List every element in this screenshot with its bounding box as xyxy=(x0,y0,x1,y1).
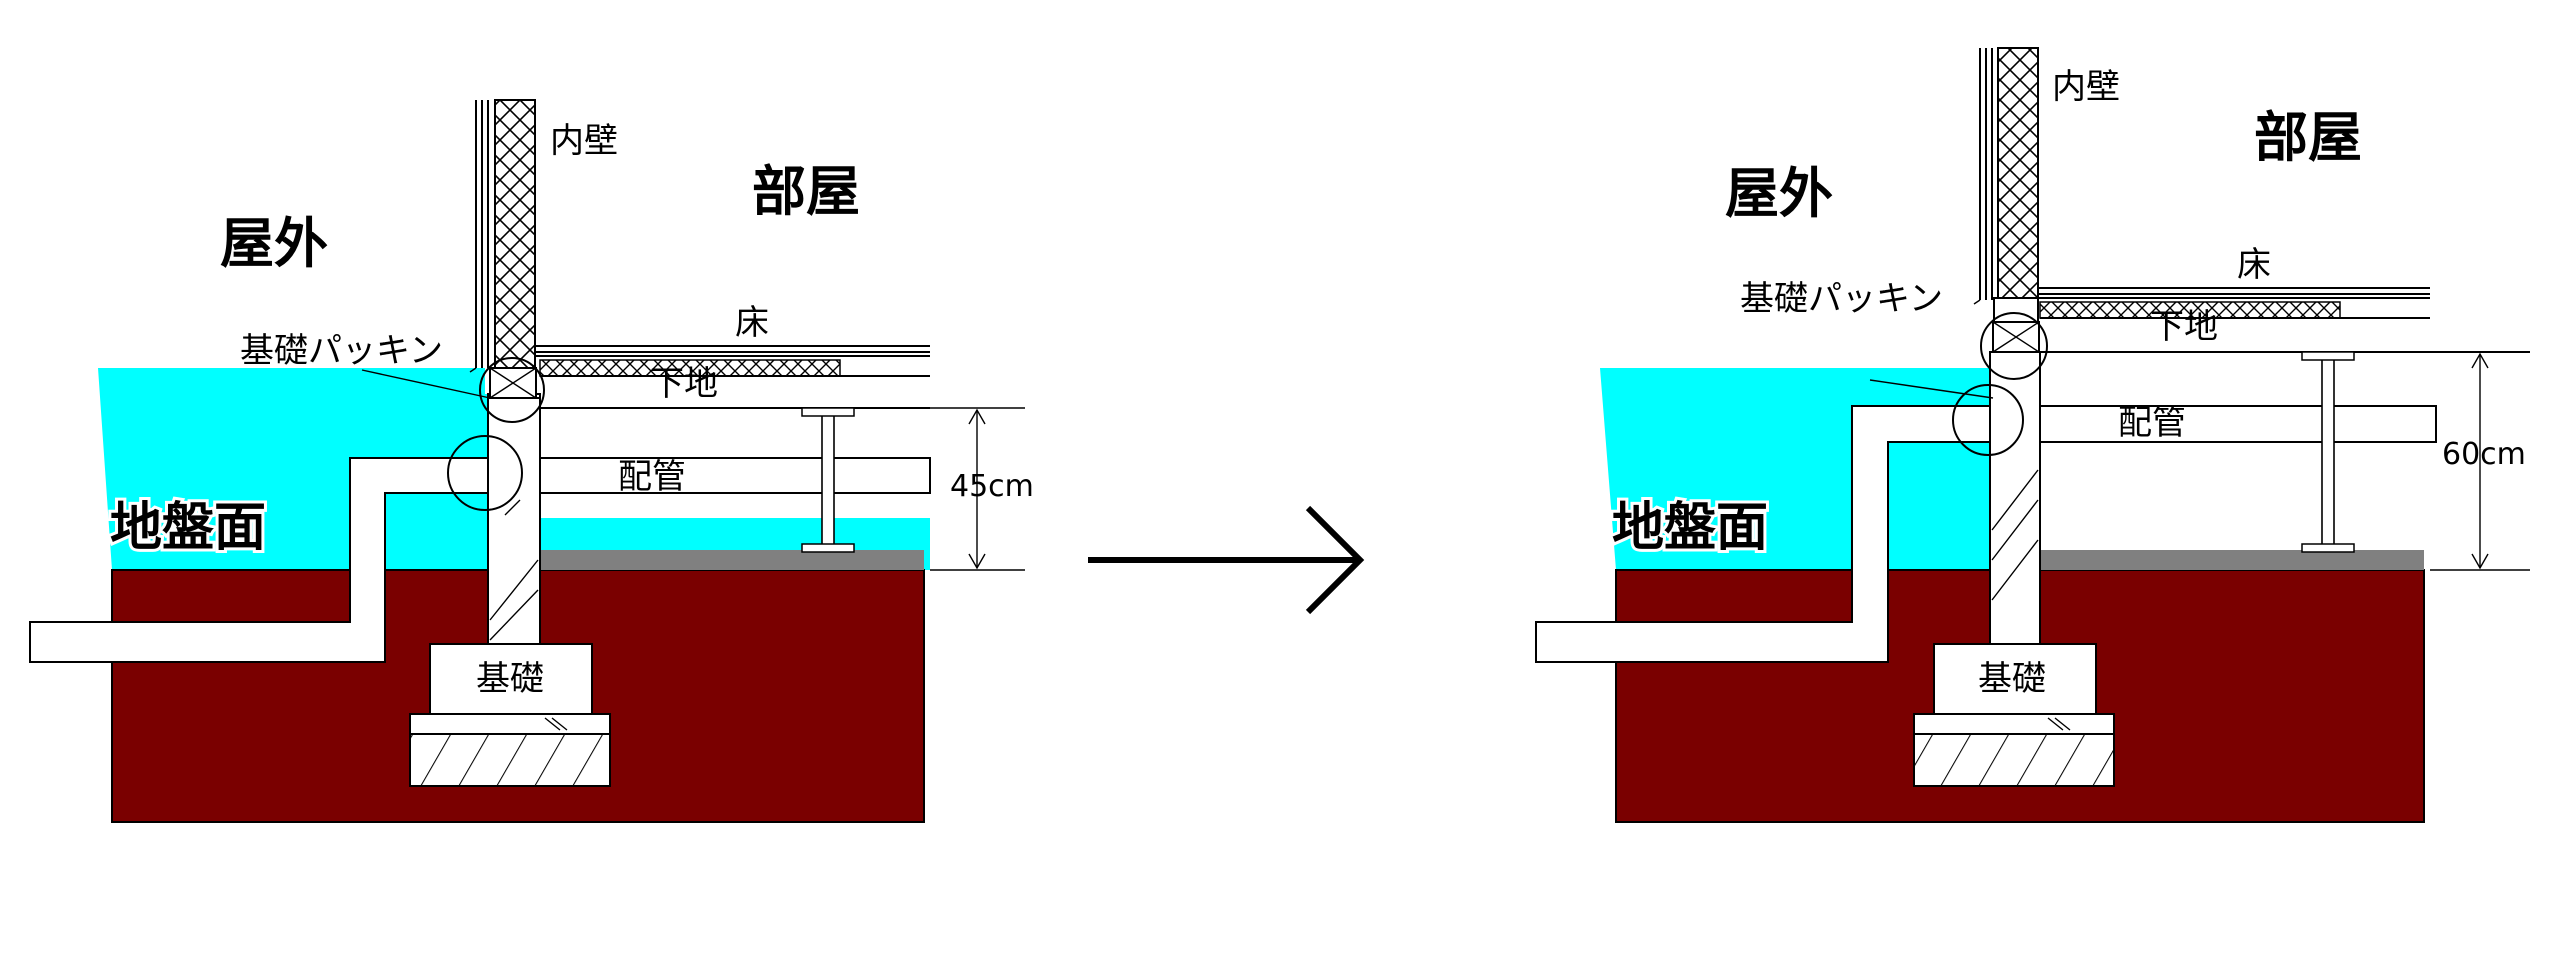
packing-label: 基礎パッキン xyxy=(1740,279,1943,319)
pipe-label: 配管 xyxy=(2118,403,2186,443)
ground-label: 地盤面 xyxy=(1612,498,1768,558)
floor-post xyxy=(2321,351,2335,549)
inner-wall-label: 内壁 xyxy=(2052,67,2120,107)
footing-cap xyxy=(409,713,611,735)
subfloor-label: 下地 xyxy=(2150,307,2218,347)
pipe-label: 配管 xyxy=(618,457,686,497)
outside-label: 屋外 xyxy=(1725,162,1833,225)
packing-label: 基礎パッキン xyxy=(240,331,443,371)
packing-circle xyxy=(1980,312,2048,380)
room-label: 部屋 xyxy=(752,160,860,223)
right-arrow-icon xyxy=(1088,505,1365,615)
floor-label: 床 xyxy=(735,303,769,343)
pipe-circle xyxy=(1952,384,2024,456)
inner-wall-label: 内壁 xyxy=(550,121,618,161)
inner-wall-insulation xyxy=(494,99,536,369)
footing-cap xyxy=(1913,713,2115,735)
floor-post xyxy=(821,407,835,549)
room-label: 部屋 xyxy=(2254,106,2362,169)
subfloor-label: 下地 xyxy=(650,364,718,404)
slab xyxy=(540,550,924,570)
foundation-label: 基礎 xyxy=(476,659,544,699)
before-diagram: 屋外 部屋 内壁 床 下地 基礎パッキン 配管 地盤面 基礎 45cm xyxy=(29,99,1034,823)
pipe-circle xyxy=(447,435,523,511)
foundation-wall xyxy=(487,393,541,645)
inner-wall-insulation xyxy=(1997,47,2039,299)
drain-pipe xyxy=(1535,405,2437,663)
after-diagram: 屋外 部屋 内壁 床 下地 基礎パッキン 配管 地盤面 基礎 60cm xyxy=(1535,47,2530,823)
floor-label: 床 xyxy=(2237,245,2271,285)
drain-pipe xyxy=(29,457,931,663)
height-dimension-label: 45cm xyxy=(950,469,1034,504)
slab xyxy=(2040,550,2424,570)
height-dimension-label: 60cm xyxy=(2442,437,2526,472)
foundation-label: 基礎 xyxy=(1978,659,2046,699)
foundation-upper xyxy=(429,643,593,715)
foundation-wall xyxy=(1989,351,2041,645)
ground-label: 地盤面 xyxy=(110,498,266,558)
outside-label: 屋外 xyxy=(220,212,328,275)
packing-circle xyxy=(479,357,545,423)
